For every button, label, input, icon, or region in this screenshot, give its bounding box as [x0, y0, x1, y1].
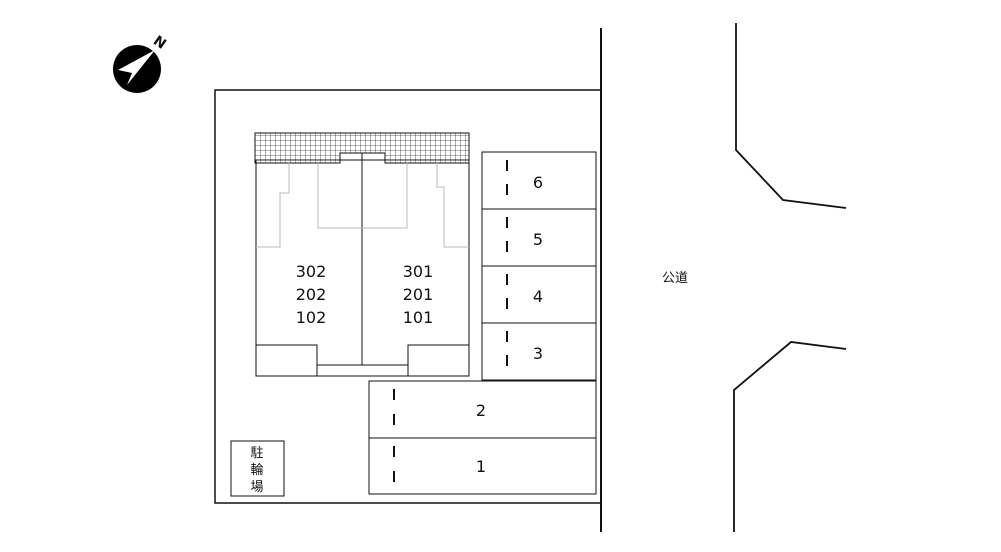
unit-label: 101: [403, 308, 434, 327]
parking-number: 1: [476, 457, 486, 476]
parking-lower: 2 1: [368, 380, 597, 495]
parking-number: 5: [533, 230, 543, 249]
compass: N: [113, 33, 169, 93]
bicycle-parking-box: [230, 440, 285, 497]
building: 302 202 102 301 201 101: [254, 132, 470, 377]
unit-label: 201: [403, 285, 434, 304]
corridor-outline-left: [317, 163, 362, 229]
stair-outline-left: [256, 163, 290, 248]
bicycle-parking-label: 駐: [250, 446, 263, 461]
parking-number: 3: [533, 344, 543, 363]
road-label: 公道: [662, 271, 688, 286]
bicycle-parking-label: 輪: [250, 462, 263, 478]
bicycle-parking: 駐 輪 場: [230, 440, 285, 497]
unit-label: 202: [296, 285, 327, 304]
entrance-right: [407, 344, 470, 377]
unit-label: 302: [296, 262, 327, 281]
entrance-left: [255, 344, 318, 377]
parking-number: 2: [476, 401, 486, 420]
balcony-grid: [254, 132, 470, 164]
north-arrow-icon: [113, 45, 161, 93]
road-edge-right-top: [735, 23, 847, 209]
parking-upper: 6 5 4 3: [481, 151, 597, 381]
road-edge-right-bottom: [733, 341, 847, 532]
bicycle-parking-label: 場: [250, 480, 263, 495]
parking-number: 4: [533, 287, 543, 306]
parking-number: 6: [533, 173, 543, 192]
parking-space: [368, 437, 597, 495]
stair-outline-right: [436, 163, 469, 248]
unit-label: 102: [296, 308, 327, 327]
parking-space: [481, 322, 597, 381]
north-label: N: [150, 33, 169, 53]
unit-label: 301: [403, 262, 434, 281]
corridor-outline-right: [362, 163, 408, 229]
